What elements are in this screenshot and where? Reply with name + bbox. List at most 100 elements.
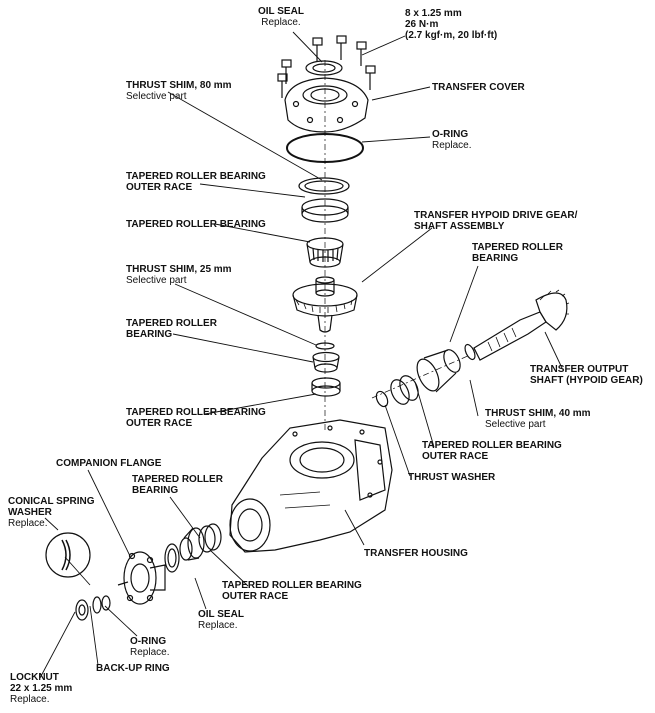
thrust-washer xyxy=(375,390,389,408)
label-line1: TRANSFER HYPOID DRIVE GEAR/ xyxy=(414,210,578,221)
label-note: Selective part xyxy=(485,419,546,430)
label-note: Replace. xyxy=(130,647,170,658)
hypoid-drive-gear xyxy=(292,276,358,333)
transfer-housing xyxy=(229,419,393,553)
label-bolt-spec: 8 x 1.25 mm 26 N·m (2.7 kgf·m, 20 lbf·ft… xyxy=(405,8,497,41)
label-o-ring-bottom: O-RING Replace. xyxy=(130,636,169,658)
label-title: COMPANION FLANGE xyxy=(56,458,162,469)
label-title: THRUST SHIM, 40 mm xyxy=(485,408,591,419)
label-companion-flange: COMPANION FLANGE xyxy=(56,458,161,469)
label-thrust-washer: THRUST WASHER xyxy=(408,472,495,483)
label-line2: SHAFT ASSEMBLY xyxy=(414,221,505,232)
label-locknut: LOCKNUT 22 x 1.25 mm Replace. xyxy=(10,672,72,705)
thrust-shim-25 xyxy=(315,342,335,350)
label-line1: TAPERED ROLLER BEARING xyxy=(126,171,266,182)
leader-lines xyxy=(39,31,563,679)
label-transfer-housing: TRANSFER HOUSING xyxy=(364,548,468,559)
label-line2: OUTER RACE xyxy=(126,182,193,193)
label-line2: 22 x 1.25 mm xyxy=(10,683,73,694)
bearing-3 xyxy=(179,527,205,561)
label-thrust-shim-25: THRUST SHIM, 25 mm Selective part xyxy=(126,264,232,286)
outer-race-2 xyxy=(311,377,341,397)
label-line2: 26 N·m xyxy=(405,19,439,30)
label-line1: TAPERED ROLLER BEARING xyxy=(422,440,562,451)
bearing-top xyxy=(306,237,344,268)
label-line2: BEARING xyxy=(126,329,173,340)
label-title: OIL SEAL xyxy=(258,6,304,17)
bearing-2 xyxy=(312,351,340,373)
transfer-cover xyxy=(284,77,369,133)
label-output-shaft: TRANSFER OUTPUT SHAFT (HYPOID GEAR) xyxy=(530,364,643,386)
conical-washer-inset xyxy=(45,532,91,578)
label-outer-race-1: TAPERED ROLLER BEARING OUTER RACE xyxy=(126,171,266,193)
backup-ring xyxy=(92,596,102,614)
oil-seal-top xyxy=(305,60,343,76)
label-outer-race-right: TAPERED ROLLER BEARING OUTER RACE xyxy=(422,440,562,462)
label-line1: TAPERED ROLLER xyxy=(126,318,217,329)
label-line2: BEARING xyxy=(132,485,179,496)
label-line1: TRANSFER OUTPUT xyxy=(530,364,629,375)
label-note: Replace. xyxy=(261,17,301,28)
label-title: TRANSFER HOUSING xyxy=(364,548,468,559)
label-thrust-shim-40: THRUST SHIM, 40 mm Selective part xyxy=(485,408,591,430)
o-ring-bottom xyxy=(101,595,111,611)
label-note: Replace. xyxy=(8,518,48,529)
label-note: Selective part xyxy=(126,275,187,286)
label-title: THRUST SHIM, 80 mm xyxy=(126,80,232,91)
label-hypoid-drive-gear: TRANSFER HYPOID DRIVE GEAR/ SHAFT ASSEMB… xyxy=(414,210,577,232)
outer-race-right xyxy=(390,375,419,405)
label-o-ring-top: O-RING Replace. xyxy=(432,129,471,151)
label-oil-seal-bottom: OIL SEAL Replace. xyxy=(198,609,244,631)
label-title: OIL SEAL xyxy=(198,609,244,620)
outer-race-1 xyxy=(301,198,349,223)
label-line2: OUTER RACE xyxy=(126,418,193,429)
label-line1: TAPERED ROLLER xyxy=(132,474,223,485)
label-line1: TAPERED ROLLER BEARING xyxy=(126,407,266,418)
label-title: TAPERED ROLLER BEARING xyxy=(126,219,266,230)
label-bearing-3: TAPERED ROLLER BEARING xyxy=(132,474,223,496)
label-line3: (2.7 kgf·m, 20 lbf·ft) xyxy=(405,30,498,41)
label-line2: WASHER xyxy=(8,507,52,518)
label-bearing-1: TAPERED ROLLER BEARING xyxy=(126,219,266,230)
label-title: O-RING xyxy=(432,129,469,140)
label-oil-seal-top: OIL SEAL Replace. xyxy=(258,6,304,28)
label-line2: BEARING xyxy=(472,253,519,264)
label-outer-race-2: TAPERED ROLLER BEARING OUTER RACE xyxy=(126,407,266,429)
label-bearing-2: TAPERED ROLLER BEARING xyxy=(126,318,217,340)
axis-lines xyxy=(324,60,471,430)
label-conical-washer: CONICAL SPRING WASHER Replace. xyxy=(8,496,95,529)
label-line2: OUTER RACE xyxy=(422,451,489,462)
label-bearing-right: TAPERED ROLLER BEARING xyxy=(472,242,563,264)
label-backup-ring: BACK-UP RING xyxy=(96,663,170,674)
label-thrust-shim-80: THRUST SHIM, 80 mm Selective part xyxy=(126,80,232,102)
label-title: THRUST WASHER xyxy=(408,472,496,483)
label-note: Replace. xyxy=(432,140,472,151)
output-shaft xyxy=(473,289,570,361)
label-outer-race-3: TAPERED ROLLER BEARING OUTER RACE xyxy=(222,580,362,602)
label-line1: 8 x 1.25 mm xyxy=(405,8,462,19)
label-note: Selective part xyxy=(126,91,187,102)
label-transfer-cover: TRANSFER COVER xyxy=(432,82,525,93)
label-note: Replace. xyxy=(198,620,238,631)
label-title: BACK-UP RING xyxy=(96,663,170,674)
thrust-shim-80 xyxy=(298,177,350,195)
companion-flange xyxy=(117,551,166,605)
label-line2: OUTER RACE xyxy=(222,591,289,602)
oil-seal-bottom xyxy=(164,543,180,573)
label-title: THRUST SHIM, 25 mm xyxy=(126,264,232,275)
outer-race-3 xyxy=(198,523,222,553)
o-ring-top xyxy=(286,133,364,163)
bolts xyxy=(277,35,376,98)
label-line2: SHAFT (HYPOID GEAR) xyxy=(530,375,643,386)
label-line1: TAPERED ROLLER xyxy=(472,242,563,253)
label-note: Replace. xyxy=(10,694,50,705)
label-title: LOCKNUT xyxy=(10,672,59,683)
label-title: TRANSFER COVER xyxy=(432,82,525,93)
label-line1: CONICAL SPRING xyxy=(8,496,95,507)
locknut xyxy=(75,599,89,621)
bearing-right xyxy=(416,349,461,393)
thrust-shim-40 xyxy=(464,343,476,361)
label-line1: TAPERED ROLLER BEARING xyxy=(222,580,362,591)
